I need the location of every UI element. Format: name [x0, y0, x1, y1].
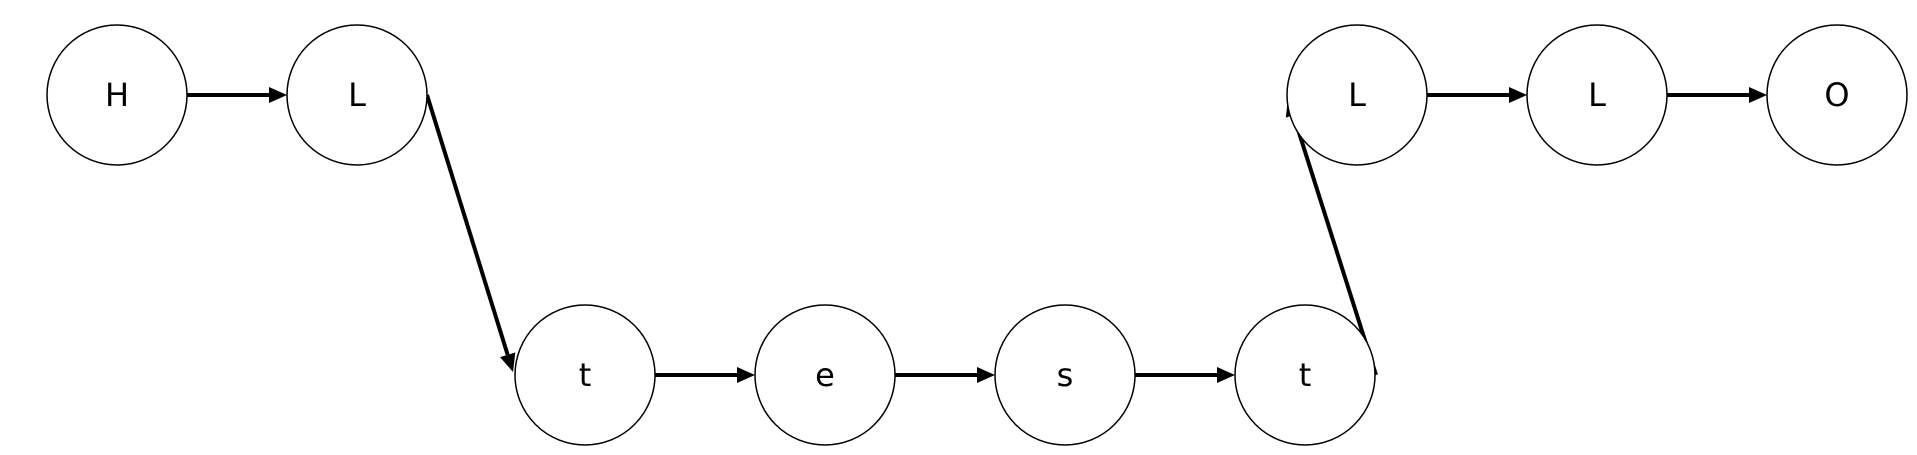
edge-n2-n3	[425, 94, 516, 372]
edge-n4-n5	[895, 367, 995, 383]
node-n5: s	[994, 304, 1136, 446]
node-circle	[1766, 24, 1908, 166]
node-circle	[46, 24, 188, 166]
edge-n5-n6	[1135, 367, 1235, 383]
edge-n1-n2	[187, 87, 287, 103]
node-n3: t	[514, 304, 656, 446]
node-label: L	[1348, 76, 1366, 114]
node-n6: t	[1234, 304, 1376, 446]
node-label: H	[105, 76, 129, 114]
arrowhead-icon	[1509, 87, 1527, 103]
node-label: e	[815, 356, 835, 394]
arrowhead-icon	[500, 352, 516, 372]
node-label: s	[1057, 356, 1074, 394]
edges-layer	[187, 87, 1767, 383]
node-label: L	[1588, 76, 1606, 114]
edge-n7-n8	[1427, 87, 1527, 103]
edge-n3-n4	[655, 367, 755, 383]
node-label: t	[1299, 356, 1312, 394]
node-label: L	[348, 76, 366, 114]
node-circle	[1234, 304, 1376, 446]
node-label: t	[579, 356, 592, 394]
arrowhead-icon	[1217, 367, 1235, 383]
node-n1: H	[46, 24, 188, 166]
arrowhead-icon	[737, 367, 755, 383]
node-n2: L	[286, 24, 428, 166]
node-label: O	[1824, 76, 1849, 114]
node-circle	[514, 304, 656, 446]
node-circle	[754, 304, 896, 446]
nodes-layer: H Lt e s t L L O	[46, 24, 1908, 446]
arrowhead-icon	[269, 87, 287, 103]
node-circle	[994, 304, 1136, 446]
node-n7: L	[1286, 24, 1428, 166]
arrowhead-icon	[1749, 87, 1767, 103]
node-n9: O	[1766, 24, 1908, 166]
edge-n8-n9	[1667, 87, 1767, 103]
edge-line	[425, 94, 510, 356]
node-circle	[1526, 24, 1668, 166]
node-n8: L	[1526, 24, 1668, 166]
node-circle	[1286, 24, 1428, 166]
node-circle	[286, 24, 428, 166]
arrowhead-icon	[977, 367, 995, 383]
node-n4: e	[754, 304, 896, 446]
edge-line	[1291, 114, 1378, 376]
